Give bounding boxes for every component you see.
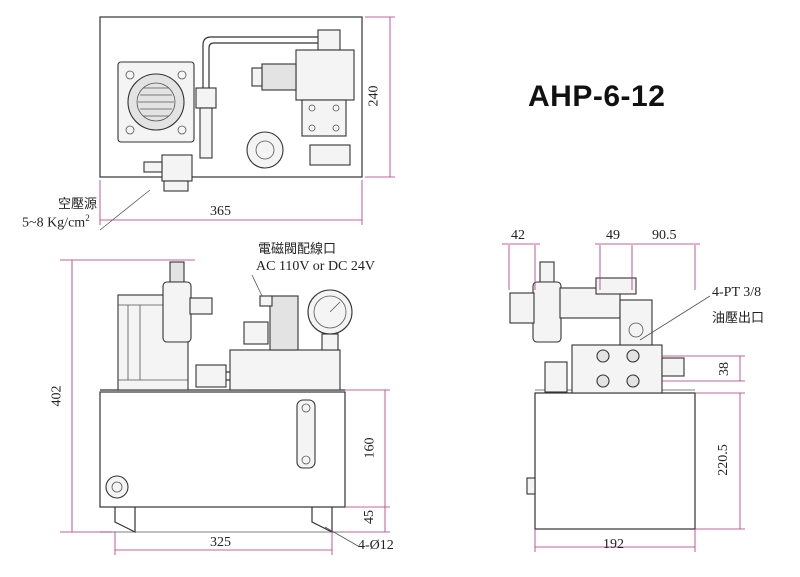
dim-side-49: 49 — [606, 228, 620, 243]
side-regulator-knob — [539, 261, 555, 283]
side-view — [509, 261, 711, 530]
model-title: AHP-6-12 — [528, 80, 666, 113]
dim-side-220-5: 220.5 — [715, 444, 731, 476]
air-pressure-label: 5~8 Kg/cm2 — [22, 213, 90, 231]
pipe-elbow — [317, 29, 341, 51]
dim-side-38: 38 — [717, 362, 732, 376]
side-view-dimensions — [502, 243, 745, 552]
left-foot — [114, 507, 136, 533]
dim-side-42: 42 — [511, 228, 525, 243]
front-view-dimensions — [60, 259, 390, 555]
oil-outlet-label: 油壓出口 — [712, 311, 765, 326]
dim-front-foot-height: 45 — [362, 510, 377, 524]
drain-plug — [105, 475, 129, 499]
dim-side-90-5: 90.5 — [652, 228, 677, 243]
air-source-label: 空壓源 — [58, 197, 98, 212]
filter-bowl — [162, 281, 192, 343]
solenoid-coil — [261, 63, 297, 91]
top-view-outline — [99, 16, 363, 178]
dim-top-depth: 240 — [366, 85, 382, 107]
side-tank — [534, 392, 696, 530]
pipe-fitting-front — [195, 364, 227, 388]
oil-filler-cap — [246, 131, 284, 169]
dim-top-width: 365 — [210, 204, 231, 219]
dim-front-tank-height: 160 — [362, 437, 378, 459]
oil-level-gauge — [296, 399, 316, 469]
solenoid-wire-label: 電磁閥配線口 — [258, 242, 337, 257]
dim-front-height: 402 — [49, 385, 65, 407]
solenoid-voltage-label: AC 110V or DC 24V — [256, 259, 376, 274]
pressure-gauge — [309, 144, 351, 166]
valve-block — [295, 49, 355, 101]
mount-holes-label: 4-Ø12 — [358, 538, 394, 553]
front-view — [99, 261, 353, 533]
side-drain — [526, 477, 536, 495]
valve-body-front — [229, 349, 341, 391]
oil-tank — [99, 391, 346, 508]
top-view-dimensions — [99, 16, 395, 225]
pt-port-label: 4-PT 3/8 — [712, 285, 762, 300]
oil-manifold — [571, 344, 663, 394]
vertical-pipe — [199, 107, 213, 159]
dim-side-base-width: 192 — [603, 537, 624, 552]
side-valve-block — [619, 299, 653, 346]
valve-manifold — [301, 99, 347, 137]
top-view — [99, 16, 363, 231]
solenoid-coil-front — [269, 295, 299, 351]
air-regulator — [161, 154, 193, 182]
pipe-fitting — [195, 87, 217, 109]
side-gauge — [509, 292, 535, 324]
right-foot — [311, 507, 333, 533]
regulator-knob — [169, 261, 185, 283]
dim-front-base-width: 325 — [210, 535, 231, 550]
